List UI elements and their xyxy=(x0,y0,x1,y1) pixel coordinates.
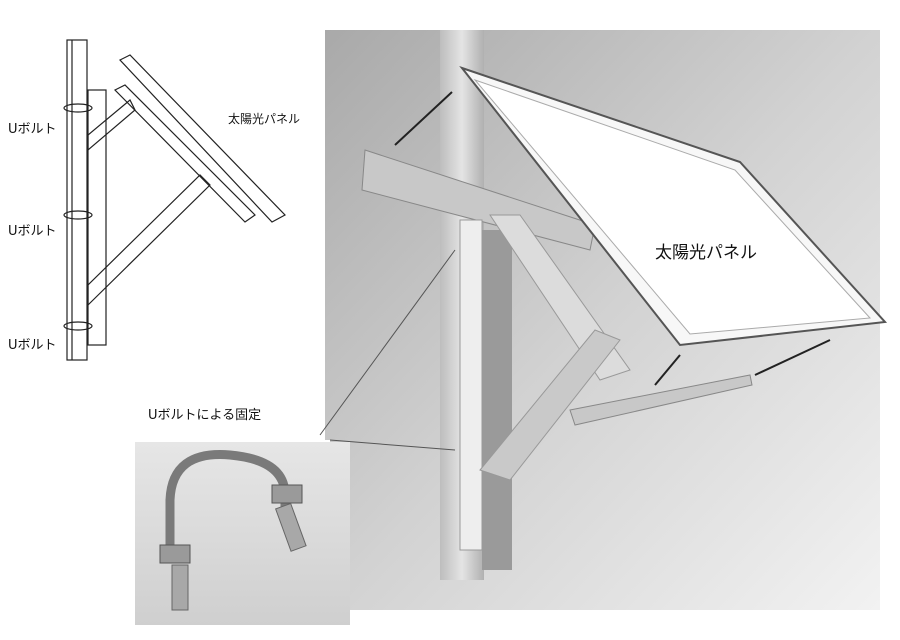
mount-photo xyxy=(319,30,888,610)
drawing-panel-label: 太陽光パネル xyxy=(228,112,301,126)
ubolt-photo-caption: Uボルトによる固定 xyxy=(148,408,262,423)
ubolt-label-bottom: Uボルト xyxy=(8,338,57,353)
ubolt-label-top: Uボルト xyxy=(8,122,57,137)
photo-panel-label: 太陽光パネル xyxy=(655,243,757,263)
ubolt-photo xyxy=(135,442,350,625)
ubolt-label-middle: Uボルト xyxy=(8,224,57,239)
line-drawing xyxy=(63,39,286,361)
